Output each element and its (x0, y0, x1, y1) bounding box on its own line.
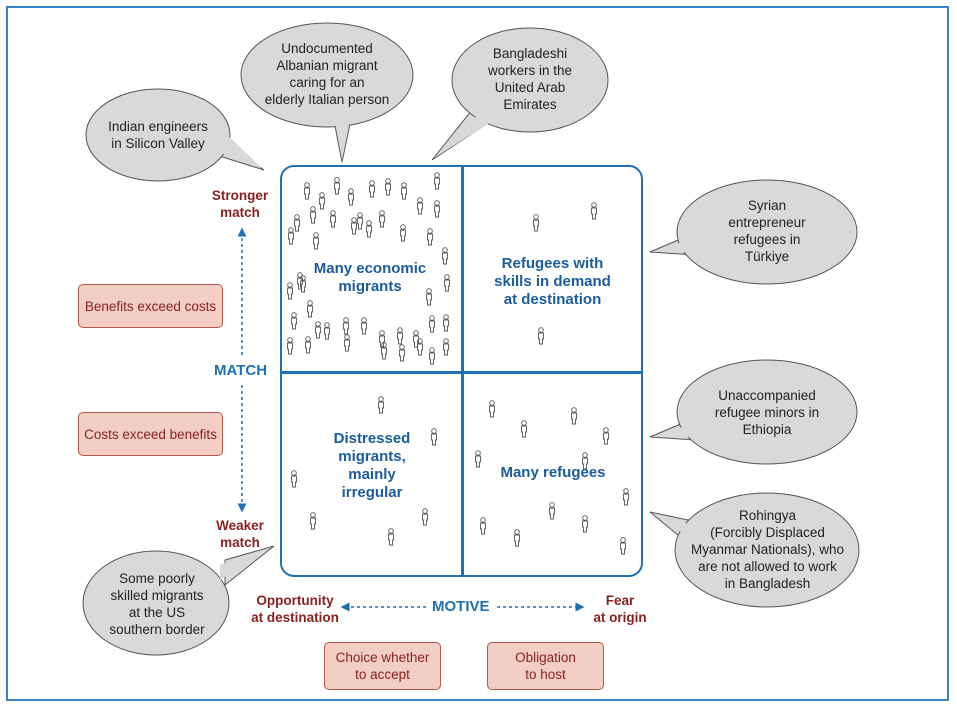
person-icon (291, 312, 297, 330)
person-icon (422, 508, 428, 526)
bubble-poorly-text: Some poorly skilled migrants at the US s… (109, 571, 205, 637)
bubble-syrian-text: Syrian entrepreneur refugees in Türkiye (728, 198, 806, 264)
motive-axis-label: MOTIVE (432, 598, 490, 615)
person-icon (417, 197, 423, 215)
person-icon (294, 214, 300, 232)
person-icon (310, 206, 316, 224)
person-icon (434, 200, 440, 218)
person-icon (304, 182, 310, 200)
quadrant-bottom-right-label: Many refugees (500, 464, 606, 481)
person-icon (533, 214, 539, 232)
person-icon (429, 347, 435, 365)
person-icon (429, 315, 435, 333)
people-icons (287, 172, 629, 555)
bubble-bangladeshi-text: Bangladeshi workers in the United Arab E… (487, 46, 573, 112)
person-icon (571, 407, 577, 425)
bubble-minors (649, 359, 858, 465)
person-icon (385, 178, 391, 196)
quadrant-top-right-label: Refugees with skills in demand at destin… (494, 255, 611, 308)
outer-frame (6, 6, 949, 701)
bubble-rohingya (649, 492, 860, 608)
person-icon (291, 470, 297, 488)
person-icon (388, 528, 394, 546)
person-icon (426, 288, 432, 306)
person-icon (307, 300, 313, 318)
person-icon (319, 192, 325, 210)
person-icon (480, 517, 486, 535)
person-icon (348, 188, 354, 206)
weaker-match-label: Weaker match (216, 518, 264, 550)
person-icon (310, 512, 316, 530)
person-icon (549, 502, 555, 520)
person-icon (379, 210, 385, 228)
person-icon (297, 272, 303, 290)
bubble-indian (85, 88, 265, 182)
person-icon (623, 488, 629, 506)
person-icon (401, 182, 407, 200)
bubble-poorly (82, 545, 275, 656)
person-icon (417, 338, 423, 356)
person-icon (313, 232, 319, 250)
bubble-indian-text: Indian engineers in Silicon Valley (108, 119, 208, 151)
stronger-match-label: Stronger match (211, 188, 269, 220)
person-icon (442, 247, 448, 265)
person-icon (400, 224, 406, 242)
person-icon (582, 452, 588, 470)
person-icon (399, 344, 405, 362)
person-icon (521, 420, 527, 438)
quadrant-top-left-label: Many economic migrants (313, 260, 427, 295)
person-icon (315, 321, 321, 339)
horizontal-divider (280, 371, 643, 374)
person-icon (369, 180, 375, 198)
person-icon (351, 217, 357, 235)
obligation-box: Obligation to host (487, 642, 604, 690)
person-icon (287, 337, 293, 355)
choice-box: Choice whether to accept (324, 642, 441, 690)
opportunity-label: Opportunity at destination (251, 593, 339, 625)
person-icon (444, 274, 450, 292)
bubble-rohingya-text: Rohingya (Forcibly Displaced Myanmar Nat… (690, 508, 845, 591)
person-icon (603, 427, 609, 445)
person-icon (434, 172, 440, 190)
person-icon (330, 210, 336, 228)
fear-label: Fear at origin (593, 593, 647, 625)
person-icon (357, 212, 363, 230)
person-icon (397, 327, 403, 345)
person-icon (427, 228, 433, 246)
person-icon (343, 317, 349, 335)
person-icon (378, 396, 384, 414)
person-icon (381, 342, 387, 360)
person-icon (489, 400, 495, 418)
bubble-syrian (649, 179, 858, 285)
person-icon (620, 537, 626, 555)
bubble-albanian (240, 22, 414, 163)
person-icon (288, 227, 294, 245)
person-icon (305, 336, 311, 354)
person-icon (475, 450, 481, 468)
person-icon (361, 317, 367, 335)
person-icon (591, 202, 597, 220)
person-icon (431, 428, 437, 446)
person-icon (582, 515, 588, 533)
match-axis-label: MATCH (214, 362, 268, 379)
costs-box: Costs exceed benefits (78, 412, 223, 456)
person-icon (443, 338, 449, 356)
person-icon (324, 322, 330, 340)
person-icon (334, 177, 340, 195)
quadrant-bottom-left-label: Distressed migrants, mainly irregular (333, 430, 411, 501)
bubble-albanian-text: Undocumented Albanian migrant caring for… (264, 41, 390, 107)
person-icon (443, 314, 449, 332)
benefits-box: Benefits exceed costs (78, 284, 223, 328)
person-icon (287, 282, 293, 300)
bubble-minors-text: Unaccompanied refugee minors in Ethiopia (714, 388, 820, 437)
person-icon (344, 334, 350, 352)
person-icon (514, 529, 520, 547)
person-icon (538, 327, 544, 345)
person-icon (366, 220, 372, 238)
bubble-bangladeshi (431, 27, 609, 161)
